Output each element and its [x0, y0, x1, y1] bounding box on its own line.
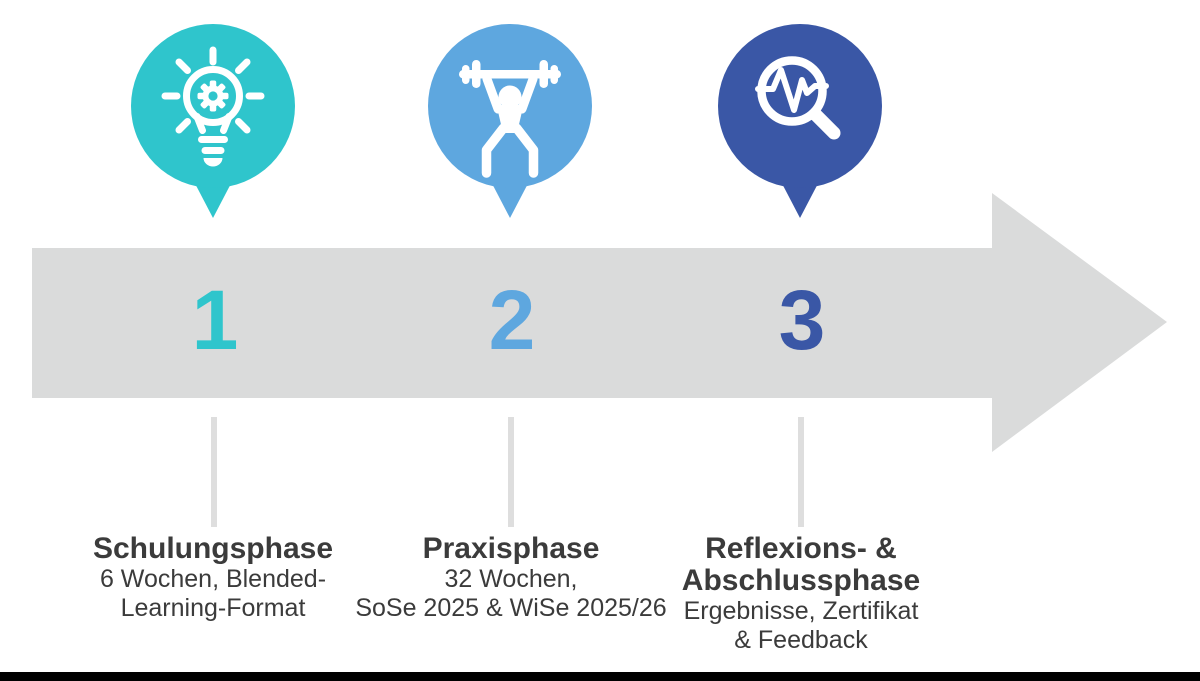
phase1-number: 1: [191, 273, 239, 367]
phase2-connector-line: [508, 417, 514, 527]
phase3-subtitle-line1: Ergebnisse, Zertifikat: [683, 597, 919, 625]
phase1-pin-graphic: [131, 24, 295, 218]
phase3-pin: [718, 24, 882, 220]
phase2-subtitle-line2: SoSe 2025 & WiSe 2025/26: [355, 594, 667, 622]
phase2-subtitle-line1: 32 Wochen,: [444, 565, 578, 593]
phase1-label: Schulungsphase 6 Wochen, Blended- Learni…: [53, 533, 373, 623]
phase3-connector-line: [798, 417, 804, 527]
gear-icon: [197, 80, 229, 112]
phase3-label: Reflexions- & Abschlussphase Ergebnisse,…: [631, 533, 971, 655]
phase2-label: Praxisphase 32 Wochen, SoSe 2025 & WiSe …: [341, 533, 681, 623]
phase2-number: 2: [488, 273, 536, 367]
phase3-number: 3: [778, 273, 826, 367]
weightlifter-icon: [459, 60, 561, 178]
phase2-pin-graphic: [428, 24, 592, 218]
phase3-pin-graphic: [718, 24, 882, 218]
lightbulb-gear-icon: [161, 46, 265, 134]
phase2-pin: [428, 24, 592, 220]
magnifier-pulse-icon: [755, 56, 841, 140]
footer-bar: [0, 672, 1200, 681]
phase1-pin: [131, 24, 295, 220]
phase2-title: Praxisphase: [422, 532, 600, 565]
phase1-connector-line: [211, 417, 217, 527]
bulb-base: [198, 136, 228, 167]
phase3-title-line1: Reflexions- &: [705, 532, 897, 565]
phase1-title: Schulungsphase: [92, 532, 334, 565]
phase1-subtitle-line2: Learning-Format: [120, 594, 306, 622]
phase1-subtitle-line1: 6 Wochen, Blended-: [99, 565, 327, 593]
phase3-title-line2: Abschlussphase: [681, 564, 921, 597]
phase3-subtitle-line2: & Feedback: [734, 626, 868, 654]
